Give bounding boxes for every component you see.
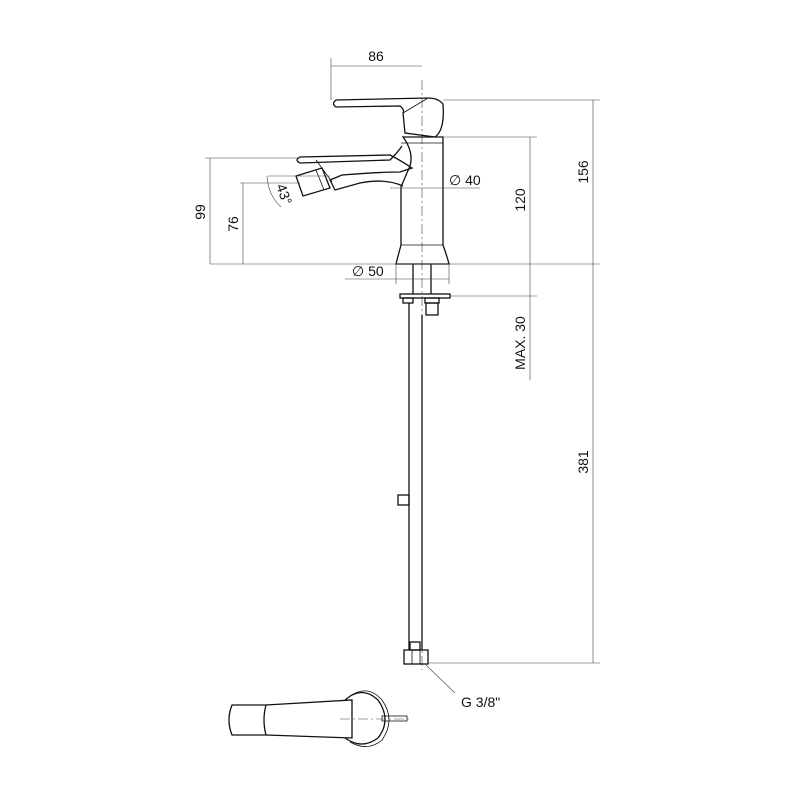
dim-86: 86	[368, 48, 384, 64]
hose-connector-nut	[403, 649, 429, 665]
dim-diameter-40: ∅ 40	[449, 172, 481, 188]
faucet-body	[395, 136, 450, 265]
dim-381: 381	[575, 450, 591, 474]
dim-99: 99	[192, 204, 208, 220]
bidet-spout	[296, 145, 414, 191]
lever-handle	[332, 97, 444, 138]
jet-nozzle	[295, 167, 331, 197]
connection-label: G 3/8"	[461, 694, 500, 710]
dim-156: 156	[575, 160, 591, 184]
dim-diameter-50: ∅ 50	[352, 263, 384, 279]
top-view	[228, 690, 410, 747]
dim-76: 76	[225, 216, 241, 232]
dim-120: 120	[512, 188, 528, 212]
dim-angle-43: 43°	[273, 182, 295, 207]
angle-arc	[266, 175, 282, 208]
fixing-nut	[425, 302, 439, 316]
dim-max-30: MAX. 30	[512, 316, 528, 370]
